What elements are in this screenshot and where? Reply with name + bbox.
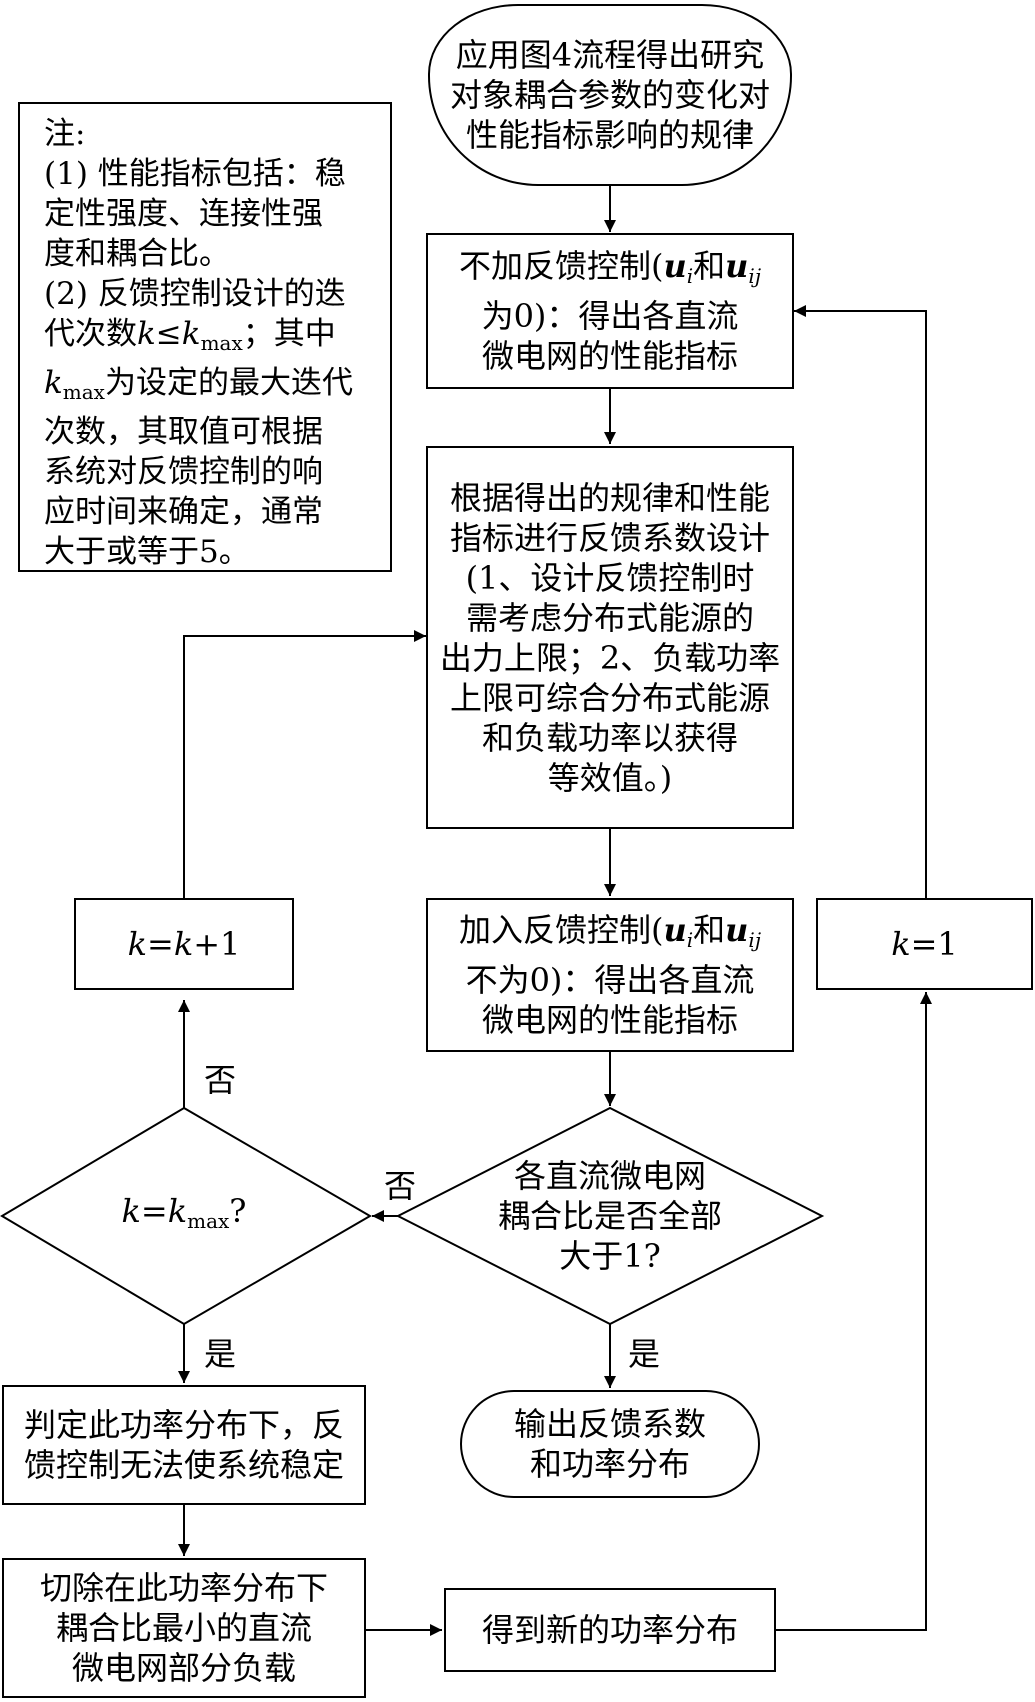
label-yes-kmax: 是	[204, 1335, 237, 1373]
note-item2-line6: 应时间来确定，通常	[44, 494, 323, 530]
note-item2-line7: 大于或等于5。	[44, 534, 250, 570]
decision-coupling-text: 各直流微电网 耦合比是否全部 大于1?	[470, 1150, 750, 1282]
start-line-3: 性能指标影响的规律	[465, 116, 754, 154]
design-box: 根据得出的规律和性能 指标进行反馈系数设计 (1、设计反馈控制时 需考虑分布式能…	[426, 446, 794, 829]
note-item1-line2: 定性强度、连接性强	[44, 196, 323, 232]
label-no-kmax: 否	[204, 1061, 237, 1099]
design-line-7: 和负载功率以获得	[481, 718, 738, 757]
design-line-8: 等效值。)	[547, 758, 673, 797]
label-yes-coupling: 是	[628, 1335, 661, 1373]
no-feedback-line-3: 微电网的性能指标	[481, 337, 738, 375]
shed-line-2: 耦合比最小的直流	[55, 1609, 312, 1647]
unstable-line-2: 馈控制无法使系统稳定	[23, 1446, 344, 1484]
no-feedback-line-1: 不加反馈控制(ui和uij	[458, 247, 762, 288]
output-line-2: 和功率分布	[529, 1445, 690, 1483]
design-line-4: 需考虑分布式能源的	[465, 598, 754, 637]
design-line-5: 出力上限；2、负载功率	[439, 638, 781, 677]
no-feedback-box: 不加反馈控制(ui和uij 为0)：得出各直流 微电网的性能指标	[426, 233, 794, 389]
new-distribution-text: 得到新的功率分布	[481, 1611, 738, 1649]
with-feedback-line-1: 加入反馈控制(ui和uij	[458, 911, 762, 952]
k-increment-text: k=k+1	[127, 925, 241, 963]
start-terminal: 应用图4流程得出研究 对象耦合参数的变化对 性能指标影响的规律	[428, 4, 792, 186]
note-item2-line5: 系统对反馈控制的响	[44, 454, 323, 490]
note-item2-line2: 代次数k≤kmax；其中	[44, 316, 336, 355]
k-increment-box: k=k+1	[74, 898, 294, 990]
label-no-coupling: 否	[384, 1167, 417, 1205]
k-one-box: k=1	[816, 898, 1033, 990]
design-line-1: 根据得出的规律和性能	[449, 478, 770, 517]
shed-load-box: 切除在此功率分布下 耦合比最小的直流 微电网部分负载	[2, 1558, 366, 1698]
arrow-kone-to-nofeedback	[794, 305, 927, 898]
no-feedback-line-2: 为0)：得出各直流	[481, 297, 739, 335]
decision-coupling-line-2: 耦合比是否全部	[497, 1197, 722, 1235]
with-feedback-line-3: 微电网的性能指标	[481, 1001, 738, 1039]
note-item2-line1: (2) 反馈控制设计的迭	[44, 276, 346, 312]
start-line-1: 应用图4流程得出研究	[455, 36, 765, 74]
output-terminal: 输出反馈系数 和功率分布	[460, 1390, 760, 1498]
start-line-2: 对象耦合参数的变化对	[449, 76, 770, 114]
design-line-2: 指标进行反馈系数设计	[449, 518, 770, 557]
note-title: 注:	[44, 116, 86, 152]
with-feedback-box: 加入反馈控制(ui和uij 不为0)：得出各直流 微电网的性能指标	[426, 898, 794, 1052]
arrow-newdist-to-kone	[776, 992, 932, 1631]
arrow-kinc-to-design	[183, 630, 426, 898]
with-feedback-line-2: 不为0)：得出各直流	[465, 961, 755, 999]
unstable-box: 判定此功率分布下，反 馈控制无法使系统稳定	[2, 1385, 366, 1505]
note-item1-line3: 度和耦合比。	[44, 236, 230, 272]
k-one-text: k=1	[891, 925, 958, 963]
note-item2-line3: kmax为设定的最大迭代	[44, 365, 353, 404]
decision-kmax-text: k=kmax?	[121, 1192, 247, 1233]
shed-line-3: 微电网部分负载	[71, 1649, 296, 1687]
decision-coupling-line-3: 大于1?	[559, 1237, 661, 1275]
design-line-3: (1、设计反馈控制时	[465, 558, 755, 597]
new-distribution-box: 得到新的功率分布	[444, 1588, 776, 1672]
note-item1-line1: (1) 性能指标包括：稳	[44, 156, 346, 192]
shed-line-1: 切除在此功率分布下	[39, 1569, 328, 1607]
note-item2-line4: 次数，其取值可根据	[44, 414, 323, 450]
note-box: 注: (1) 性能指标包括：稳 定性强度、连接性强 度和耦合比。 (2) 反馈控…	[18, 102, 392, 572]
output-line-1: 输出反馈系数	[513, 1405, 706, 1443]
unstable-line-1: 判定此功率分布下，反	[23, 1406, 344, 1444]
decision-coupling-line-1: 各直流微电网	[513, 1157, 706, 1195]
design-line-6: 上限可综合分布式能源	[449, 678, 770, 717]
